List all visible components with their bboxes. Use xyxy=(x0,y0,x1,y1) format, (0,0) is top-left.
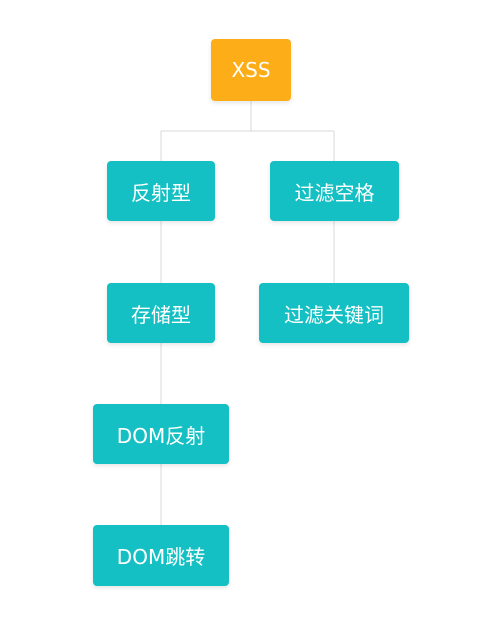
node-stored[interactable]: 存储型 xyxy=(107,283,215,343)
node-dom-reflected[interactable]: DOM反射 xyxy=(93,404,229,464)
node-reflected[interactable]: 反射型 xyxy=(107,161,215,221)
node-label: 反射型 xyxy=(131,180,191,205)
node-label: 存储型 xyxy=(131,302,191,327)
node-label: 过滤关键词 xyxy=(284,302,384,327)
node-label: XSS xyxy=(231,58,271,82)
node-label: 过滤空格 xyxy=(294,180,375,205)
node-label: DOM跳转 xyxy=(116,545,206,569)
node-filter-keywords[interactable]: 过滤关键词 xyxy=(259,283,409,343)
node-filter-spaces[interactable]: 过滤空格 xyxy=(270,161,399,221)
node-label: DOM反射 xyxy=(116,423,206,448)
node-xss[interactable]: XSS xyxy=(211,39,291,101)
node-dom-redirect[interactable]: DOM跳转 xyxy=(93,525,229,586)
